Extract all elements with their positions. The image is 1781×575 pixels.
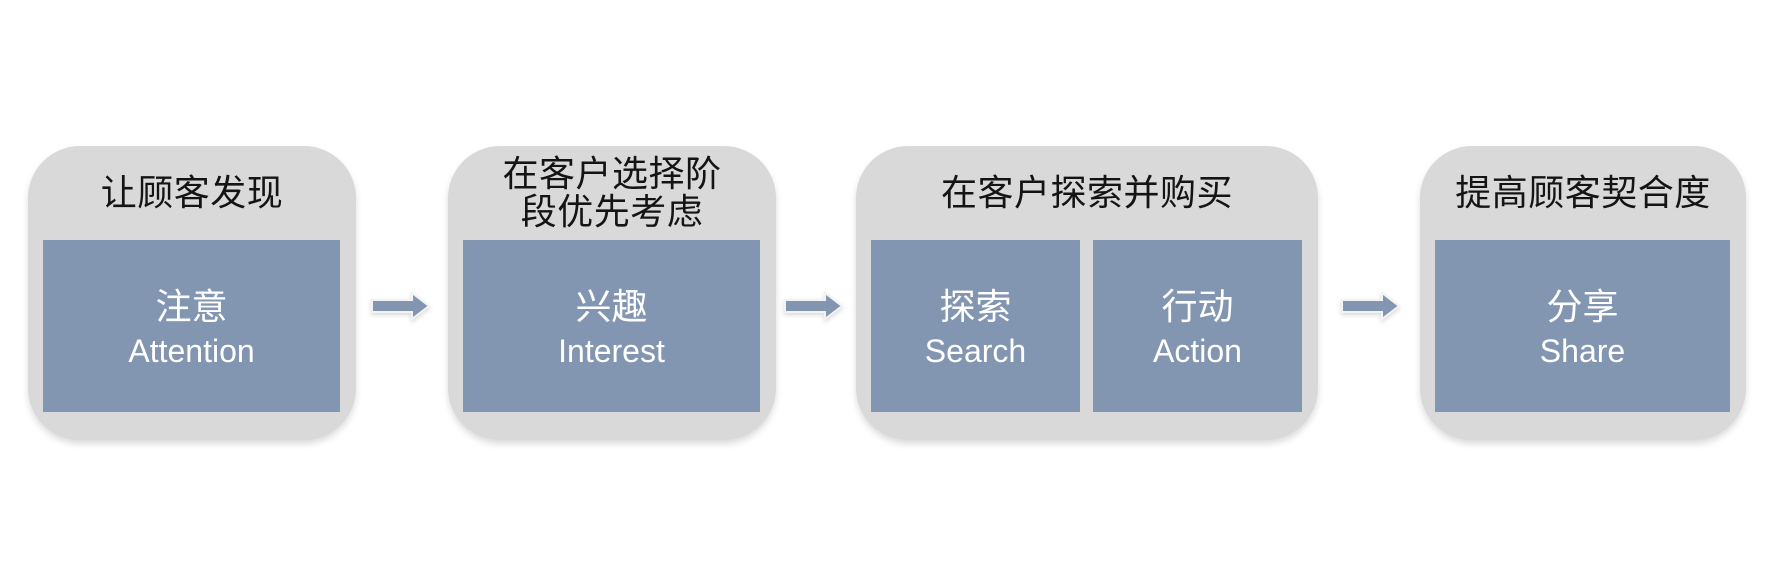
stage-attention: 让顾客发现 注意 Attention [28, 146, 356, 440]
box-label-en: Interest [558, 333, 665, 369]
stage-header-line: 在客户探索并购买 [940, 172, 1233, 213]
box-label-en: Attention [128, 333, 255, 369]
stage-header-line: 在客户选择阶 [502, 153, 722, 194]
stage-attention-header: 让顾客发现 [28, 146, 356, 240]
box-label-zh: 探索 [939, 286, 1012, 327]
box-label-zh: 注意 [155, 286, 228, 327]
right-arrow-icon [784, 291, 844, 321]
stage-interest-header: 在客户选择阶 段优先考虑 [448, 146, 776, 240]
stage-share-header: 提高顾客契合度 [1420, 146, 1746, 240]
stage-header-line: 提高顾客契合度 [1455, 172, 1711, 213]
box-label-zh: 行动 [1161, 286, 1234, 327]
box-label-zh: 兴趣 [575, 286, 648, 327]
box-attention: 注意 Attention [43, 240, 340, 412]
box-label-zh: 分享 [1546, 286, 1619, 327]
box-action: 行动 Action [1093, 240, 1302, 412]
stage-search-action: 在客户探索并购买 探索 Search 行动 Action [856, 146, 1318, 440]
stage-interest-boxes: 兴趣 Interest [463, 240, 760, 412]
stage-interest: 在客户选择阶 段优先考虑 兴趣 Interest [448, 146, 776, 440]
stage-attention-boxes: 注意 Attention [43, 240, 340, 412]
box-label-en: Search [924, 333, 1027, 369]
box-label-en: Action [1153, 333, 1242, 369]
stage-share-boxes: 分享 Share [1435, 240, 1730, 412]
box-search: 探索 Search [871, 240, 1080, 412]
stage-share: 提高顾客契合度 分享 Share [1420, 146, 1746, 440]
box-label-en: Share [1539, 333, 1626, 369]
right-arrow-icon [371, 291, 431, 321]
box-share: 分享 Share [1435, 240, 1730, 412]
box-interest: 兴趣 Interest [463, 240, 760, 412]
stage-header-line: 让顾客发现 [100, 172, 284, 213]
right-arrow-icon [1341, 291, 1401, 321]
stage-search-action-header: 在客户探索并购买 [856, 146, 1318, 240]
stage-header-line: 段优先考虑 [520, 191, 704, 232]
stage-search-action-boxes: 探索 Search 行动 Action [871, 240, 1302, 412]
